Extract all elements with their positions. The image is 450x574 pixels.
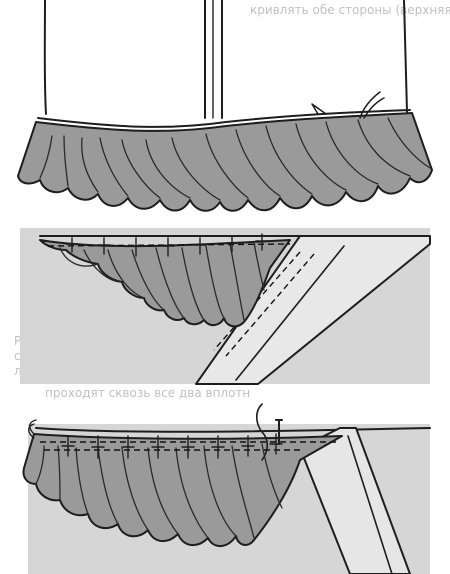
bleed-text-top: кривлять обе стороны (верхняя: [250, 3, 450, 17]
thread-ends: [359, 91, 385, 119]
panel-3-pins: [61, 433, 283, 459]
bleed-text-d: проходят сквозь все два вплотн: [45, 386, 250, 400]
ruffle-folds: [39, 117, 431, 201]
panel-3-thread-ends: [28, 419, 37, 439]
fold-strip-stitch-2: [225, 253, 315, 357]
panel-2-gather-stitch: [47, 243, 291, 247]
panel-3-seam: [35, 427, 431, 433]
fold-strip-crease: [235, 245, 345, 381]
panel-ruffle-fold-strip: [20, 228, 431, 385]
ruffle-seam-line: [37, 109, 411, 128]
panel-3-folds: [35, 443, 283, 539]
centre-placket: [204, 0, 223, 119]
panel-2-folds: [59, 241, 265, 321]
needle-icon: [275, 419, 283, 445]
panel-skirt-ruffle: [17, 0, 433, 212]
ruffle-fabric: [17, 112, 433, 212]
fold-strip: [195, 235, 431, 385]
skirt-left-edge: [43, 0, 47, 115]
panel-ruffle-stitched: [22, 403, 431, 574]
panel-3-fold-crease: [347, 435, 393, 574]
pin-mark-1: [311, 103, 327, 115]
needle-thread: [255, 403, 269, 461]
skirt-right-edge: [403, 0, 408, 113]
panel-2-pins: [65, 233, 269, 257]
